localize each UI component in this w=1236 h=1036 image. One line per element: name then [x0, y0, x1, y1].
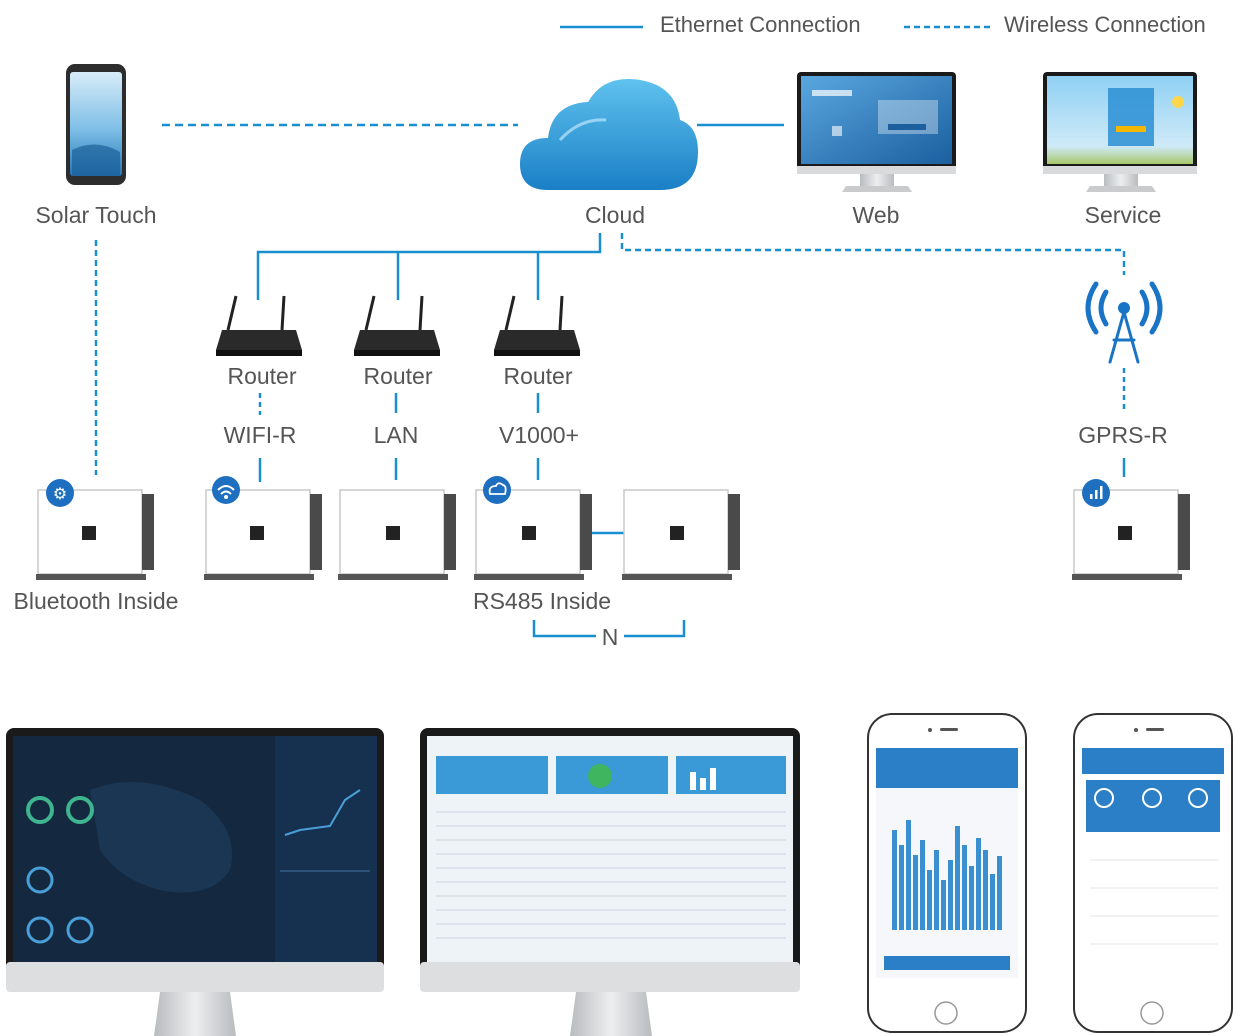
- v1000-label: V1000+: [499, 422, 579, 448]
- service-label: Service: [1084, 202, 1162, 228]
- web-monitor-icon: [797, 72, 956, 192]
- gprs-tower-icon: [1085, 281, 1163, 364]
- cloud-badge-icon: [483, 476, 511, 504]
- router-1-label: Router: [227, 363, 297, 389]
- lan-label: LAN: [373, 422, 419, 448]
- solar-touch-phone-icon: [66, 64, 126, 185]
- inverter-rs485: [622, 489, 740, 580]
- legend-wireless-label: Wireless Connection: [1004, 12, 1206, 37]
- mobile-chart-phone: [867, 713, 1027, 1033]
- mobile-overview-phone: [1073, 713, 1233, 1033]
- legend-ethernet-label: Ethernet Connection: [660, 12, 861, 37]
- solar-touch-label: Solar Touch: [35, 202, 157, 228]
- router-1-icon: [216, 295, 302, 356]
- dashboard-table-monitor: [420, 728, 800, 1036]
- cloud-icon: [520, 78, 698, 190]
- inverter-wifi: [204, 476, 322, 580]
- bluetooth-inside-label: Bluetooth Inside: [13, 588, 179, 614]
- router-3-label: Router: [503, 363, 573, 389]
- service-monitor-icon: [1043, 72, 1197, 192]
- inverter-v1000: [474, 476, 592, 580]
- inverter-lan: [338, 489, 456, 580]
- svg-text:⚙: ⚙: [53, 484, 67, 503]
- router-2-label: Router: [363, 363, 433, 389]
- wifi-r-label: WIFI-R: [223, 422, 297, 448]
- connection-lines: [94, 123, 1126, 638]
- wifi-icon: [212, 476, 240, 504]
- gprs-r-label: GPRS-R: [1078, 422, 1168, 448]
- dashboard-map-monitor: [6, 728, 384, 1036]
- router-2-icon: [354, 295, 440, 356]
- rs485-inside-label: RS485 Inside: [472, 588, 612, 614]
- bluetooth-icon: [46, 479, 74, 507]
- web-label: Web: [852, 202, 900, 228]
- router-3-icon: [494, 295, 580, 356]
- inverter-bluetooth: ⚙: [36, 479, 154, 580]
- n-label: N: [601, 624, 619, 650]
- cloud-label: Cloud: [584, 202, 646, 228]
- inverter-gprs: [1072, 479, 1190, 580]
